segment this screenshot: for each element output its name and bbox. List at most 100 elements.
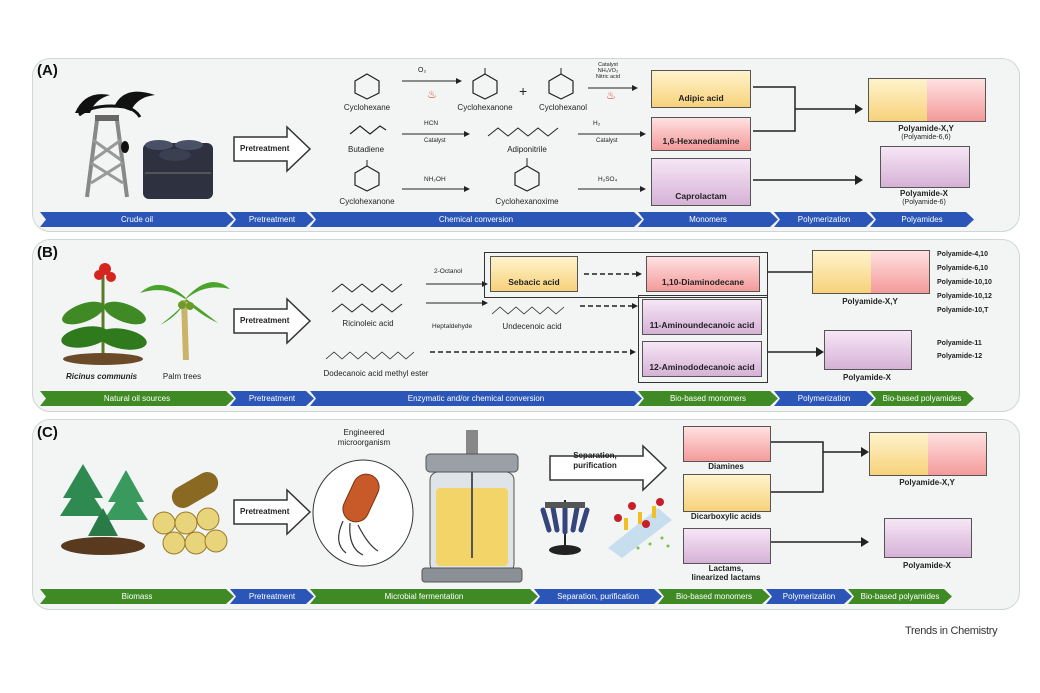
bar-b-natural-oil: Natural oil sources [40,391,234,406]
dashed-arrow-b2 [580,303,638,309]
arrow-b2 [426,300,488,306]
reagent-heptaldehyde: Heptaldehyde [432,323,473,330]
bar-b-pretreatment: Pretreatment [230,391,314,406]
intermediate-cyclohexanoxime: Cyclohexanoxime [495,197,559,206]
credit-text: Trends in Chemistry [905,625,998,637]
polyamide-x-structure-a [880,146,970,188]
monomer-sebacic-acid: Sebacic acid [490,256,578,292]
pretreatment-arrow-a [233,125,312,173]
reactant-butadiene: Butadiene [347,145,385,154]
butadiene-structure-icon [349,125,387,135]
microorganism-icon [312,459,414,567]
intermediate-cyclohexanol: Cyclohexanol [538,103,588,112]
adiponitrile-structure-icon [487,127,559,137]
intermediate-adiponitrile: Adiponitrile [507,145,547,154]
bar-a-pretreatment: Pretreatment [230,212,314,227]
reagent-octanol: 2-Octanol [434,268,463,275]
monomer-adipic-acid: Adipic acid [651,70,751,108]
arrow-a3 [402,131,470,137]
monomer-diamines-box [683,426,771,462]
palm-tree-icon [140,281,230,361]
separation-arrow [549,444,668,492]
bar-c-monomers: Bio-based monomers [658,589,770,604]
ricinus-plant-icon [61,263,147,365]
pretreatment-arrow-c [233,488,312,536]
bar-a-monomers: Monomers [638,212,778,227]
product-polyamide-x-a: Polyamide-X [899,189,949,198]
pretreatment-label-b: Pretreatment [240,316,290,325]
intermediate-cyclohexanone: Cyclohexanone [457,103,513,112]
log-pile-icon [152,472,228,555]
product-polyamide-66: (Polyamide-6,6) [901,134,951,141]
process-bar-b: Natural oil sources Pretreatment Enzymat… [40,391,970,406]
reagent-catalyst-2: Catalyst [596,138,618,144]
undecenoic-structure-icon [491,306,565,315]
monomer-aminododecanoic: 12-Aminododecanoic acid [642,341,762,377]
reagent-nitric: Catalyst NH₄VO₃ Nitric acid [595,62,621,80]
polyamide-list-item: Polyamide-11 [937,340,982,347]
panel-a-label: (A) [37,62,58,79]
bar-c-separation: Separation, purification [534,589,662,604]
product-polyamide-x-c: Polyamide-X [902,561,952,570]
panel-c [32,419,1020,610]
bar-a-crude-oil: Crude oil [40,212,234,227]
monomer-lactams: Lactams, linearized lactams [691,564,761,582]
arrow-a2 [588,85,638,91]
product-polyamide-6: (Polyamide-6) [902,199,946,206]
polyamide-x-structure-c [884,518,972,558]
bar-c-polyamides: Bio-based polyamides [848,589,952,604]
reagent-nh2oh: NH₂OH [424,176,446,183]
panel-c-label: (C) [37,424,58,441]
cyclohexanone-structure-icon [472,68,498,100]
monomer-dicarboxylic-box [683,474,771,512]
compound-ricinoleic: Ricinoleic acid [342,319,394,328]
bar-c-biomass: Biomass [40,589,234,604]
bar-b-monomers: Bio-based monomers [638,391,778,406]
membrane-icon [608,498,672,558]
species-palm: Palm trees [162,372,202,381]
monomer-hexanediamine: 1,6-Hexanediamine [651,117,751,151]
reagent-h2so4: H₂SO₄ [598,176,618,183]
ricinoleic-structure-icon [331,283,403,313]
bar-c-polymerization: Polymerization [766,589,852,604]
oil-rig-icon [75,91,213,199]
arrow-a6 [578,186,646,192]
polyamide-list-item: Polyamide-4,10 [937,251,988,258]
monomer-aminoundecanoic: 11-Aminoundecanoic acid [642,299,762,335]
polyamide-list-item: Polyamide-6,10 [937,265,988,272]
bar-a-polyamides: Polyamides [870,212,974,227]
reactant-cyclohexanone: Cyclohexanone [339,197,395,206]
cyclohexanol-structure-icon [548,68,574,100]
arrow-a4 [578,131,646,137]
connector-a [753,86,863,185]
product-polyamide-xy-a: Polyamide-X,Y [898,124,954,133]
dashed-arrow-b1 [584,271,642,277]
polyamide-x-structure-b [824,330,912,370]
microbe-label: Engineered microorganism [337,428,391,447]
monomer-diamines: Diamines [708,462,744,471]
monomer-caprolactam: Caprolactam [651,158,751,206]
arrow-b1 [426,281,488,287]
monomer-group-b1 [484,252,768,298]
arrow-a1 [402,78,462,84]
polyamide-list-item: Polyamide-10,T [937,307,989,314]
compound-dodecanoic: Dodecanoic acid methyl ester [323,369,429,378]
forest-icon [60,464,148,555]
monomer-group-b2 [638,295,768,383]
reagent-o2: O₂ [418,67,427,74]
process-bar-c: Biomass Pretreatment Microbial fermentat… [40,589,948,604]
pretreatment-arrow-b [233,297,312,345]
connector-c [771,441,869,547]
bar-a-chemical-conversion: Chemical conversion [310,212,642,227]
bar-c-fermentation: Microbial fermentation [310,589,538,604]
bar-b-conversion: Enzymatic and/or chemical conversion [310,391,642,406]
dashed-arrow-b3 [430,349,636,355]
species-ricinus: Ricinus communis [66,372,138,381]
arrow-a5 [402,186,470,192]
product-polyamide-x-b: Polyamide-X [842,373,892,382]
polyamide-list-item: Polyamide-10,12 [937,293,992,300]
bioreactor-icon [421,430,523,583]
polyamide-list-item: Polyamide-10,10 [937,279,992,286]
reagent-h2: H₂ [593,120,601,127]
bar-c-pretreatment: Pretreatment [230,589,314,604]
